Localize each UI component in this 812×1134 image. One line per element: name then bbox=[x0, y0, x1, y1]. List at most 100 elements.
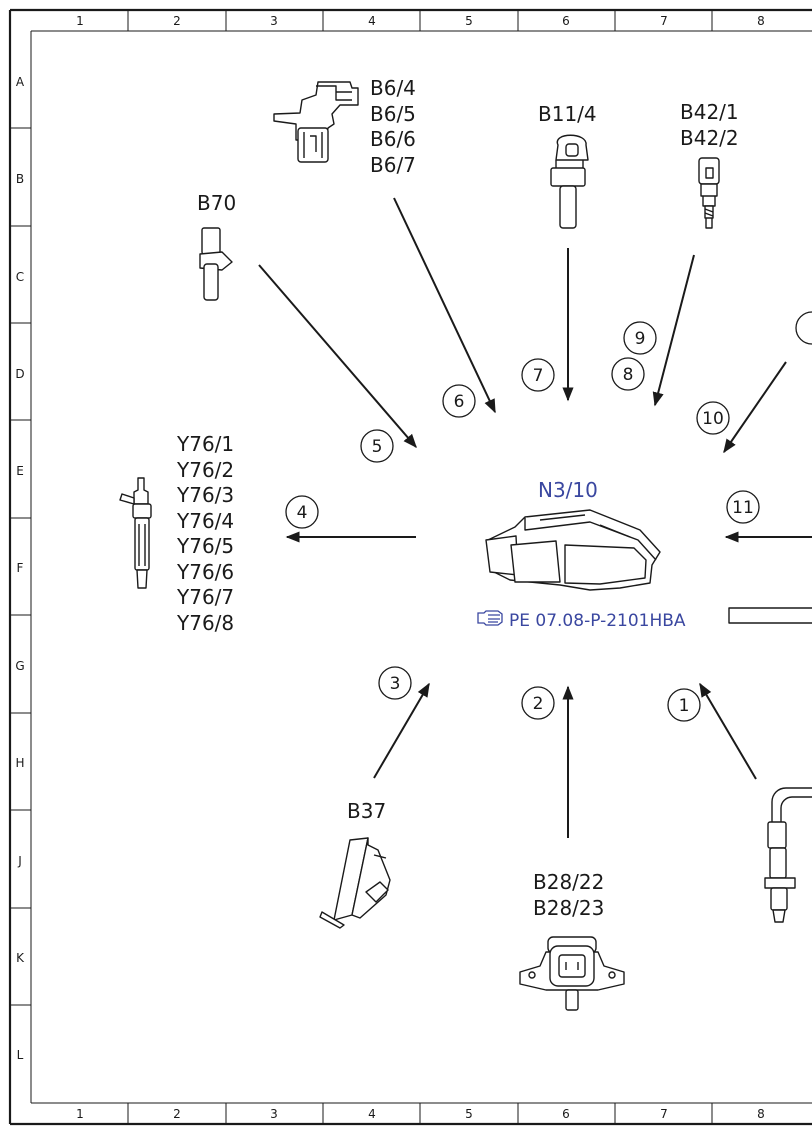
y76-line: Y76/8 bbox=[177, 610, 235, 635]
row-label: L bbox=[17, 1048, 24, 1062]
boost-pressure-sensor-icon bbox=[519, 936, 625, 1011]
y76-line: Y76/5 bbox=[177, 534, 235, 558]
callout-1: 1 bbox=[667, 688, 701, 722]
svg-text:3: 3 bbox=[390, 674, 401, 694]
accelerator-pedal-icon bbox=[319, 837, 391, 929]
svg-text:4: 4 bbox=[297, 503, 308, 523]
b28-line: B28/22 bbox=[533, 870, 605, 894]
y76-line: Y76/1 bbox=[177, 432, 235, 456]
row-label: B bbox=[16, 172, 24, 186]
row-labels: A B C D E F G H J K L bbox=[15, 75, 25, 1062]
drawing-frame bbox=[8, 8, 812, 1126]
injector-icon bbox=[119, 477, 152, 589]
col-label: 7 bbox=[660, 14, 668, 28]
reference-link[interactable]: PE 07.08-P-2101HBA bbox=[509, 609, 686, 635]
oxygen-sensor-icon bbox=[764, 787, 812, 923]
callout-8: 8 bbox=[611, 357, 645, 391]
callout-partial bbox=[795, 311, 812, 345]
arrow-b42 bbox=[652, 254, 695, 407]
connector-box bbox=[728, 607, 812, 624]
pressure-sensor-icon bbox=[698, 157, 720, 229]
b6-line: B6/6 bbox=[370, 127, 416, 151]
label-b70: B70 bbox=[197, 191, 236, 217]
svg-text:6: 6 bbox=[454, 392, 465, 412]
arrow-lambda bbox=[699, 682, 757, 780]
col-label: 1 bbox=[76, 14, 84, 28]
col-label: 3 bbox=[270, 1107, 278, 1121]
b6-line: B6/5 bbox=[370, 101, 416, 126]
label-y76: Y76/1 Y76/2 Y76/3 Y76/4 Y76/5 Y76/6 Y76/… bbox=[177, 432, 234, 636]
arrow-b6 bbox=[393, 197, 496, 414]
label-b28: B28/22 B28/23 bbox=[533, 870, 604, 921]
crankshaft-sensor-icon bbox=[199, 227, 233, 301]
camshaft-sensor-icon bbox=[273, 81, 359, 163]
arrow-b70 bbox=[258, 264, 417, 449]
svg-text:5: 5 bbox=[372, 437, 383, 457]
reference-text: PE 07.08-P-2101HBA bbox=[509, 611, 686, 631]
hand-pointer-icon bbox=[477, 610, 503, 626]
col-label: 8 bbox=[757, 1107, 765, 1121]
callout-circles: 1 2 3 4 5 6 7 8 9 10 11 bbox=[285, 311, 812, 722]
label-b37: B37 bbox=[347, 799, 386, 825]
y76-line: Y76/4 bbox=[177, 508, 235, 533]
col-label: 1 bbox=[76, 1107, 84, 1121]
col-label: 5 bbox=[465, 14, 473, 28]
callout-5: 5 bbox=[360, 429, 394, 463]
b6-line: B6/7 bbox=[370, 152, 416, 177]
column-dividers bbox=[127, 10, 713, 1124]
b11-line: B11/4 bbox=[538, 102, 597, 126]
col-label: 8 bbox=[757, 14, 765, 28]
col-label: 2 bbox=[173, 1107, 181, 1121]
callout-11: 11 bbox=[726, 490, 760, 524]
svg-text:8: 8 bbox=[623, 365, 634, 385]
callout-3: 3 bbox=[378, 666, 412, 700]
col-label: 4 bbox=[368, 1107, 376, 1121]
y76-line: Y76/3 bbox=[177, 483, 235, 507]
col-label: 6 bbox=[562, 1107, 570, 1121]
b37-line: B37 bbox=[347, 799, 387, 823]
callout-4: 4 bbox=[285, 495, 319, 529]
n3-10-line: N3/10 bbox=[538, 478, 598, 502]
control-unit-icon bbox=[485, 509, 661, 591]
callout-2: 2 bbox=[521, 686, 555, 720]
b42-line: B42/2 bbox=[680, 125, 739, 150]
arrow-top-right bbox=[723, 361, 787, 454]
temperature-sensor-icon bbox=[550, 134, 589, 229]
col-label: 2 bbox=[173, 14, 181, 28]
row-label: G bbox=[15, 659, 24, 673]
col-label: 7 bbox=[660, 1107, 668, 1121]
row-label: F bbox=[17, 561, 24, 575]
col-label: 5 bbox=[465, 1107, 473, 1121]
label-b11: B11/4 bbox=[538, 102, 597, 128]
svg-text:10: 10 bbox=[702, 409, 724, 429]
row-label: H bbox=[15, 756, 24, 770]
y76-line: Y76/7 bbox=[177, 585, 235, 609]
y76-line: Y76/6 bbox=[177, 559, 235, 584]
callout-7: 7 bbox=[521, 358, 555, 392]
svg-text:7: 7 bbox=[533, 366, 544, 386]
b28-line: B28/23 bbox=[533, 895, 605, 920]
b42-line: B42/1 bbox=[680, 100, 739, 124]
svg-text:9: 9 bbox=[635, 329, 646, 349]
b70-line: B70 bbox=[197, 191, 237, 215]
col-label: 3 bbox=[270, 14, 278, 28]
row-label: A bbox=[16, 75, 25, 89]
svg-text:11: 11 bbox=[732, 498, 754, 518]
label-b42: B42/1 B42/2 bbox=[680, 100, 739, 151]
y76-line: Y76/2 bbox=[177, 457, 235, 482]
arrow-b37 bbox=[373, 682, 430, 779]
callout-9: 9 bbox=[623, 321, 657, 355]
svg-text:1: 1 bbox=[679, 696, 690, 716]
label-b6: B6/4 B6/5 B6/6 B6/7 bbox=[370, 76, 416, 178]
col-label: 4 bbox=[368, 14, 376, 28]
row-label: C bbox=[16, 270, 24, 284]
column-labels-bottom: 1 2 3 4 5 6 7 8 bbox=[76, 1107, 765, 1121]
row-label: D bbox=[15, 367, 24, 381]
b6-line: B6/4 bbox=[370, 76, 416, 100]
row-dividers bbox=[10, 127, 31, 1006]
callout-6: 6 bbox=[442, 384, 476, 418]
row-label: E bbox=[16, 464, 24, 478]
row-label: J bbox=[17, 854, 22, 868]
svg-text:2: 2 bbox=[533, 694, 544, 714]
